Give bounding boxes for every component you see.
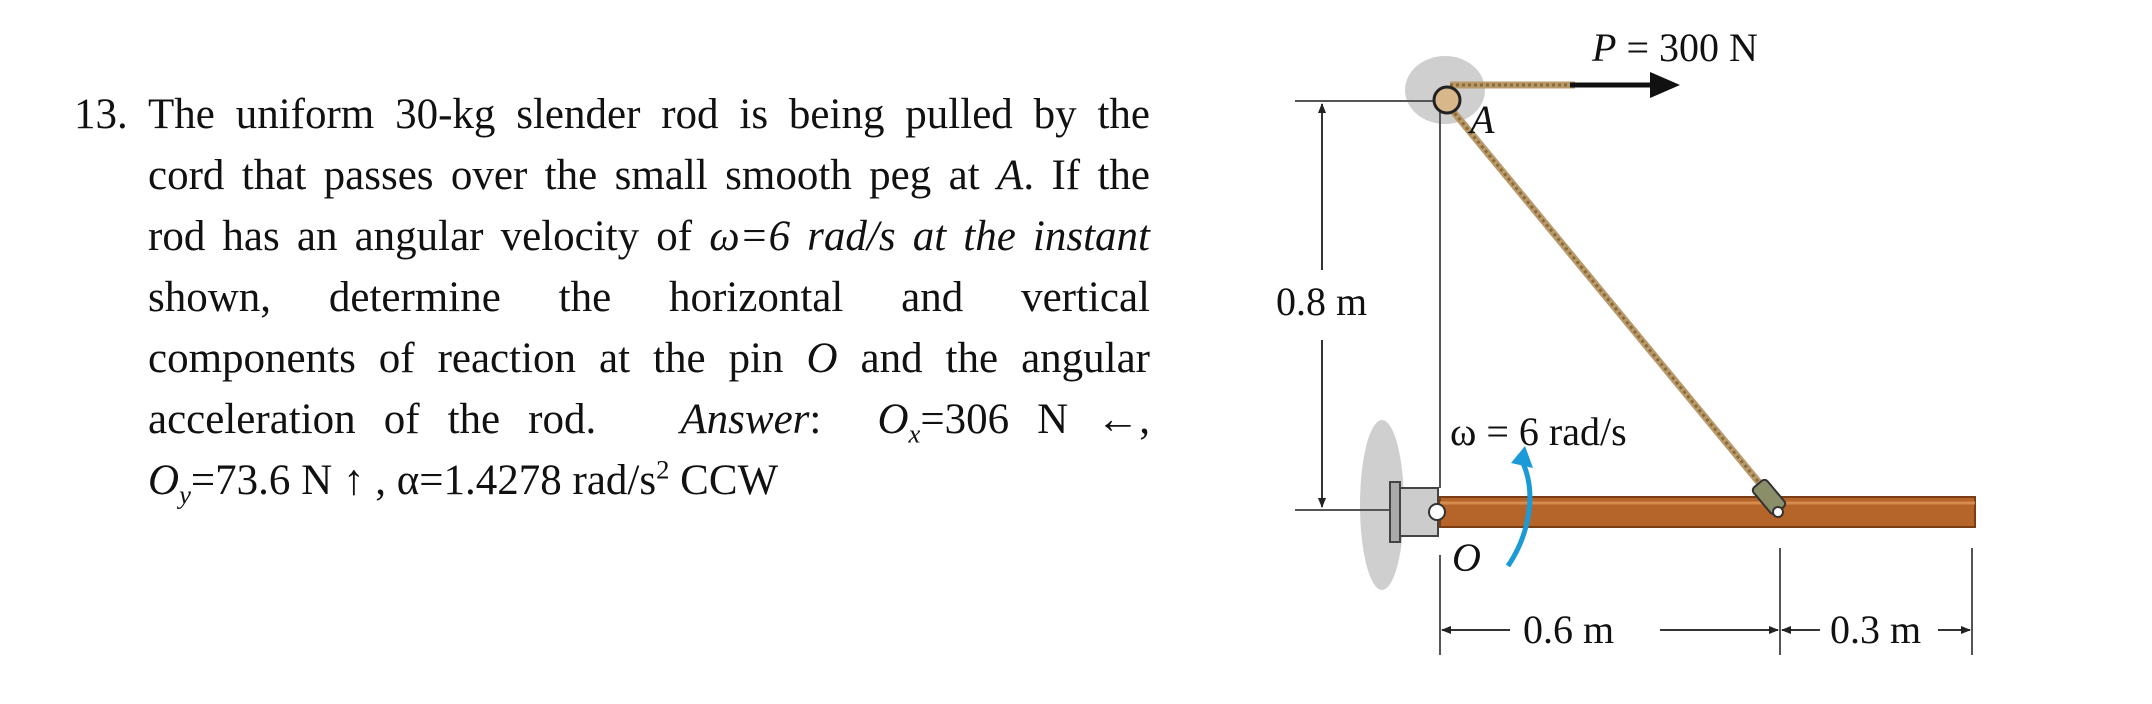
problem-line-4: shown, determine the horizontal and vert… xyxy=(148,274,1150,321)
omega-inline: ω=6 rad/s at the instant xyxy=(709,213,1150,260)
answer-oy: =73.6 N ↑ , xyxy=(190,457,386,504)
answer-alpha: α=1.4278 rad/s xyxy=(396,457,657,504)
problem-line-6: acceleration of the rod. Answer: Ox=306 … xyxy=(148,396,1151,449)
problem-line-2: cord that passes over the small smooth p… xyxy=(148,152,1151,199)
cord xyxy=(1444,101,1783,511)
peg-label: A xyxy=(1470,97,1495,142)
answer-ox: =306 N ←, xyxy=(920,396,1151,443)
pin-o xyxy=(1428,503,1446,521)
dimension-06-label: 0.6 m xyxy=(1523,607,1615,652)
answer-label: Answer xyxy=(680,396,810,443)
problem-line-5: components of reaction at the pin O and … xyxy=(148,335,1151,382)
rod-figure: P = 300 N A 0.8 m ω = 6 rad/s O 0.6 m 0.… xyxy=(1240,0,2020,704)
omega-rotation-arrow xyxy=(1505,461,1533,568)
problem-number: 13. xyxy=(74,91,128,138)
force-label: P = 300 N xyxy=(1592,25,1758,70)
problem-line-1: The uniform 30-kg slender rod is being p… xyxy=(148,91,1150,138)
omega-label: ω = 6 rad/s xyxy=(1450,409,1627,454)
figure-drawing xyxy=(1295,56,1976,655)
wall-ground xyxy=(1360,420,1404,590)
force-p-arrow-head xyxy=(1650,72,1680,98)
dimension-03-label: 0.3 m xyxy=(1830,607,1922,652)
problem-line-7: Oy=73.6 N ↑ , α=1.4278 rad/s2 CCW xyxy=(148,454,779,510)
pin-label: O xyxy=(1452,535,1481,580)
problem-line-3: rod has an angular velocity of ω=6 rad/s… xyxy=(148,213,1150,260)
height-dimension-label: 0.8 m xyxy=(1276,279,1368,324)
peg-a xyxy=(1432,85,1462,115)
